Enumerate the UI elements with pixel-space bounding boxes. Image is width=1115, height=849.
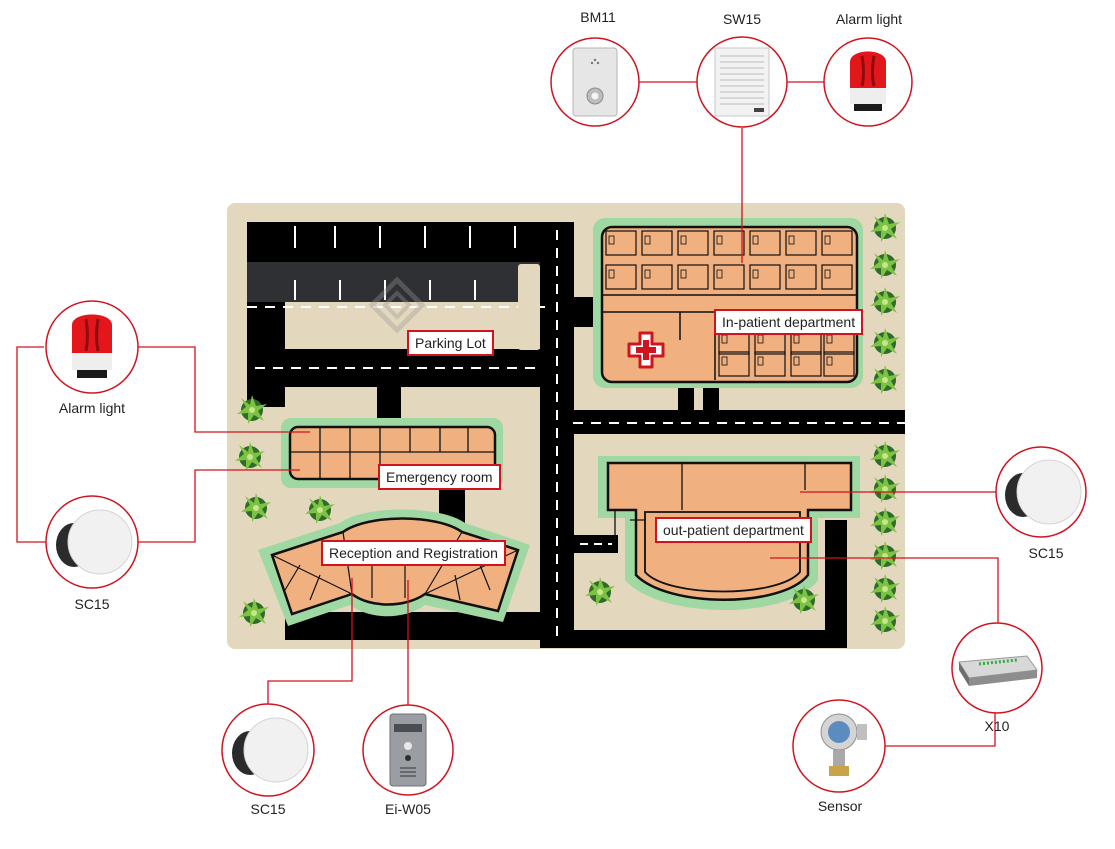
eiw05-label: Ei-W05 <box>385 801 431 817</box>
alarm-light-left-label: Alarm light <box>59 400 125 416</box>
outpatient-label: out-patient department <box>655 517 812 543</box>
reception-label: Reception and Registration <box>321 540 506 566</box>
wall-speaker-icon <box>715 48 769 116</box>
parking-island <box>518 264 540 350</box>
parking-lot-label: Parking Lot <box>407 330 494 356</box>
intercom-panel-icon <box>573 48 617 116</box>
alarm-light-top-label: Alarm light <box>836 11 902 27</box>
inpatient-building <box>593 218 863 388</box>
door-intercom-icon <box>390 714 426 786</box>
x10-label: X10 <box>985 718 1010 734</box>
alarm-beacon-icon <box>72 315 112 379</box>
sw15-label: SW15 <box>723 11 761 27</box>
sensor-label: Sensor <box>818 798 862 814</box>
alarm-beacon-icon <box>850 52 886 112</box>
sc15-bottom-label: SC15 <box>250 801 285 817</box>
inpatient-label: In-patient department <box>714 309 863 335</box>
bm11-label: BM11 <box>580 9 616 25</box>
emergency-room-label: Emergency room <box>378 464 501 490</box>
sc15-right-label: SC15 <box>1028 545 1063 561</box>
sc15-left-label: SC15 <box>74 596 109 612</box>
